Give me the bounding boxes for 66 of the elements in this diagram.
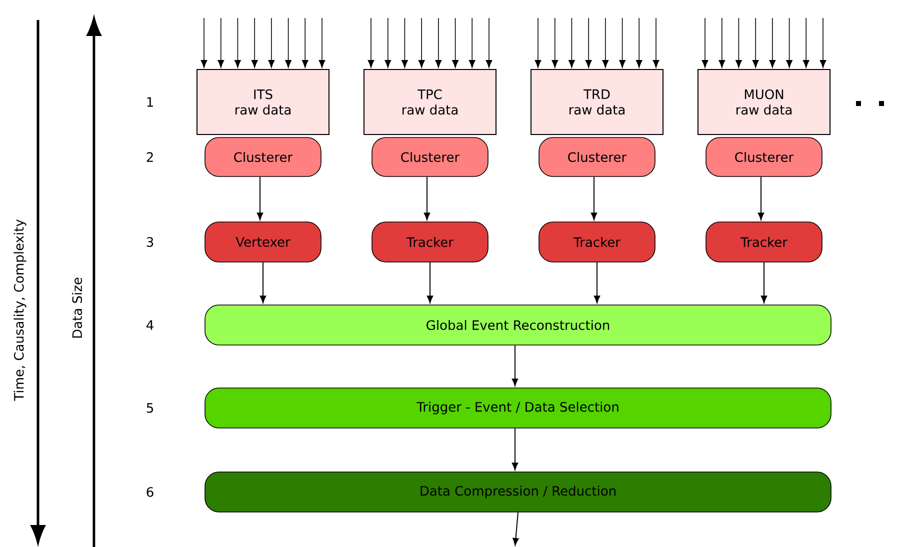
arrow bbox=[512, 428, 518, 470]
arrow bbox=[736, 18, 742, 68]
arrow bbox=[302, 18, 308, 68]
row-number: 2 bbox=[146, 152, 153, 162]
axis-label: Time, Causality, Complexity bbox=[12, 218, 28, 402]
process-bar: Global Event Reconstruction bbox=[204, 304, 832, 346]
arrow bbox=[636, 18, 642, 68]
clusterer-box: Clusterer bbox=[538, 137, 656, 177]
arrow bbox=[418, 18, 425, 68]
clusterer-box: Clusterer bbox=[204, 137, 322, 177]
arrow bbox=[718, 18, 726, 68]
arrow bbox=[619, 18, 626, 68]
tracker-box: Tracker bbox=[706, 222, 822, 262]
arrow bbox=[218, 18, 224, 68]
row-number: 5 bbox=[146, 403, 153, 413]
arrow bbox=[585, 18, 592, 68]
arrow bbox=[512, 344, 518, 386]
clusterer-box: Clusterer bbox=[706, 137, 822, 177]
row-number: 3 bbox=[146, 237, 154, 247]
tracker-box: Vertexer bbox=[204, 222, 322, 262]
arrow bbox=[368, 18, 374, 68]
arrow bbox=[426, 262, 434, 304]
raw-data-box: MUON raw data bbox=[698, 69, 830, 135]
process-bar: Trigger - Event / Data Selection bbox=[204, 388, 832, 428]
arrow bbox=[234, 18, 241, 68]
arrow bbox=[820, 18, 826, 68]
arrow bbox=[268, 18, 275, 68]
arrow bbox=[786, 18, 792, 68]
raw-data-box: TPC raw data bbox=[364, 69, 496, 135]
arrow bbox=[251, 18, 258, 68]
tracker-box: Tracker bbox=[538, 222, 656, 262]
arrow bbox=[424, 176, 430, 220]
arrow bbox=[590, 176, 598, 220]
arrow bbox=[568, 18, 575, 68]
tracker-box: Tracker bbox=[372, 222, 488, 262]
arrow bbox=[318, 18, 326, 68]
arrow bbox=[594, 262, 600, 304]
clusterer-box: Clusterer bbox=[372, 137, 488, 177]
arrow bbox=[486, 18, 492, 68]
row-number: 6 bbox=[146, 487, 154, 497]
arrow bbox=[802, 18, 810, 68]
process-bar: Data Compression / Reduction bbox=[204, 472, 832, 512]
arrow bbox=[760, 262, 768, 304]
arrow bbox=[758, 176, 764, 220]
row-number: 4 bbox=[146, 320, 154, 330]
arrow bbox=[702, 18, 708, 68]
arrow bbox=[552, 18, 558, 68]
arrow bbox=[752, 18, 759, 68]
arrow bbox=[468, 18, 476, 68]
arrow bbox=[769, 18, 776, 68]
arrow bbox=[285, 18, 292, 68]
arrow bbox=[384, 18, 392, 68]
raw-data-box: TRD raw data bbox=[530, 69, 664, 135]
arrow bbox=[534, 18, 542, 68]
arrow bbox=[602, 18, 609, 68]
axis-label: Data Size bbox=[70, 276, 84, 340]
arrow bbox=[512, 512, 519, 546]
arrow bbox=[200, 18, 208, 68]
arrow bbox=[402, 18, 408, 68]
arrow bbox=[256, 176, 264, 220]
arrow bbox=[452, 18, 458, 68]
raw-data-box: ITS raw data bbox=[196, 69, 330, 135]
row-number: 1 bbox=[147, 97, 153, 107]
arrow bbox=[652, 18, 660, 68]
arrow bbox=[260, 262, 266, 304]
arrow bbox=[435, 18, 442, 68]
